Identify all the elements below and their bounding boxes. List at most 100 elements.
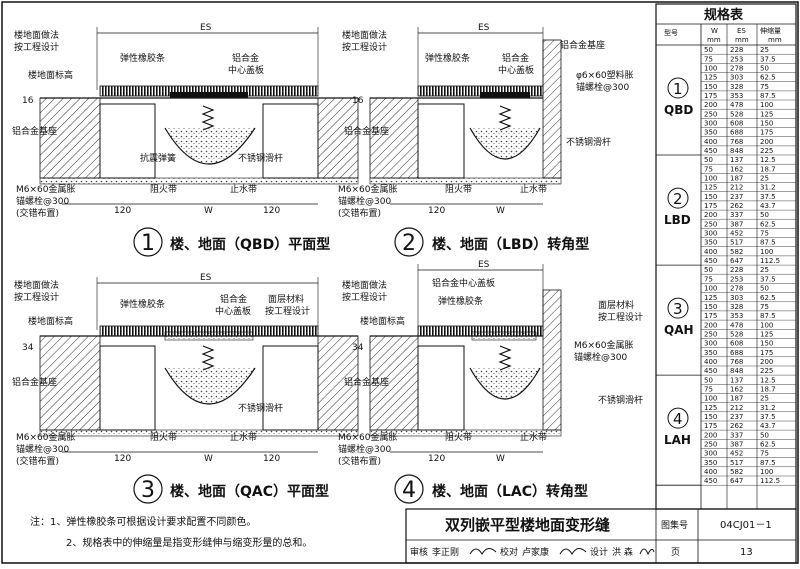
header-exp-unit: mm [768,36,782,44]
spec-cell: 450 [704,257,717,265]
label-bolt1: M6×60金属胀 [338,431,398,443]
caption-3-text: 楼、地面（QAC）平面型 [170,483,329,500]
spec-cell: 452 [730,450,743,458]
spec-cell: 350 [704,129,717,137]
label-floor-level: 楼地面标高 [28,69,73,81]
label-elastic-strip: 弹性橡胶条 [425,52,470,64]
dim-w: W [204,454,213,464]
signature-designer [639,548,655,556]
detail-qbd: ES 楼地面做法 按工程设计 弹性橡胶条 铝合金 中心盖板 楼地面标高 16 铝… [12,23,359,257]
title-block: 双列嵌平型楼地面变形缝 图集号 04CJ01－1 页 13 审核 李正刚 校对 … [405,508,797,564]
spec-cell: 112.5 [760,257,780,265]
spec-cell: 212 [730,184,743,192]
label-stagger: (交错布置) [338,207,381,219]
label-water: 止水带 [520,183,547,195]
label-elastic-strip: 弹性橡胶条 [438,295,483,307]
spec-cell: 150 [704,83,717,91]
label-bolt2: 锚螺栓@300 [338,195,391,207]
spec-cell: 150 [704,193,717,201]
label-bolt1: M6×60金属胀 [16,183,76,195]
dim-es: ES [478,260,490,270]
spec-cell: 150 [760,120,773,128]
designer: 洪 森 [612,546,633,558]
spec-cell: 337 [730,211,743,219]
spec-cell: 478 [730,321,743,329]
spec-cell: 125 [760,330,773,338]
dim-120-right: 120 [263,454,280,464]
label-alu-base: 铝合金基座 [12,376,57,388]
dim-es: ES [200,273,212,283]
label-plastic1: φ6×60塑料胀 [576,69,634,81]
spec-cell: 200 [704,321,717,329]
spec-cell: 253 [730,275,743,283]
label-alu-base: 铝合金基座 [560,39,605,51]
group-badge [667,297,689,319]
spec-cell: 608 [730,120,743,128]
label-alu: 铝合金 [232,52,259,64]
spec-cell: 400 [704,138,717,146]
label-bolt1: M6×60金属胀 [16,431,76,443]
spec-cell: 278 [730,285,743,293]
caption-1-text: 楼、地面（QBD）平面型 [170,236,330,253]
label-per-design: 按工程设计 [14,291,59,303]
header-model: 型号 [664,28,678,37]
group-num: 1 [673,80,683,98]
spec-cell: 328 [730,83,743,91]
spec-cell: 350 [704,459,717,467]
spec-cell: 225 [760,367,773,375]
spec-cell: 87.5 [760,239,776,247]
spec-cell: 50 [704,266,713,274]
spec-cell: 18.7 [760,386,776,394]
spec-cell: 50 [704,46,713,54]
spec-cell: 37.5 [760,275,776,283]
reviewer: 李正刚 [432,546,459,558]
review-label: 审核 [410,546,428,558]
label-bolt2: 锚螺栓@300 [16,443,69,455]
spec-cell: 100 [760,468,773,476]
spec-cell: 350 [704,239,717,247]
design-label: 设计 [590,546,608,558]
group-code: QAH [664,323,694,337]
spec-cell: 112.5 [760,477,780,485]
label-bolt2: 锚螺栓@300 [574,351,627,363]
note-1: 注：1、弹性橡胶条可根据设计要求配置不同颜色。 [30,515,256,528]
spec-cell: 50 [760,431,769,439]
caption-4-text: 楼、地面（LAC）转角型 [432,483,588,500]
dim-34: 34 [22,343,34,353]
spec-cell: 125 [704,294,717,302]
spec-cell: 25 [760,175,769,183]
dim-16: 16 [22,96,34,106]
label-floor-method: 楼地面做法 [14,29,59,41]
spec-cell: 768 [730,138,743,146]
group-code: QBD [664,103,693,117]
spec-cell: 187 [730,395,743,403]
spec-cell: 125 [704,404,717,412]
spec-cell: 175 [704,202,717,210]
label-alu: 铝合金 [502,52,529,64]
spec-cell: 175 [760,129,773,137]
label-surface1: 面层材料 [268,293,304,305]
dim-120-left: 120 [114,206,131,216]
spec-cell: 400 [704,358,717,366]
spec-cell: 452 [730,230,743,238]
label-surface2: 按工程设计 [265,305,310,317]
label-floor-level: 楼地面标高 [360,315,405,327]
check-label: 校对 [500,546,518,558]
signature-reviewer [469,548,497,555]
spec-cell: 87.5 [760,459,776,467]
spec-cell: 175 [760,349,773,357]
spec-cell: 43.7 [760,202,776,210]
spec-cell: 37.5 [760,413,776,421]
spec-cell: 387 [730,441,743,449]
spec-cell: 62.5 [760,220,776,228]
spec-cell: 25 [760,266,769,274]
spec-cell: 150 [760,340,773,348]
label-per-design: 按工程设计 [342,41,387,53]
label-bolt2: 锚螺栓@300 [16,195,69,207]
spec-cell: 328 [730,303,743,311]
spec-cell: 125 [704,74,717,82]
spec-cell: 300 [704,120,717,128]
group-num: 3 [673,300,683,318]
spec-cell: 848 [730,147,743,155]
label-alu-center: 铝合金中心盖板 [432,277,495,289]
